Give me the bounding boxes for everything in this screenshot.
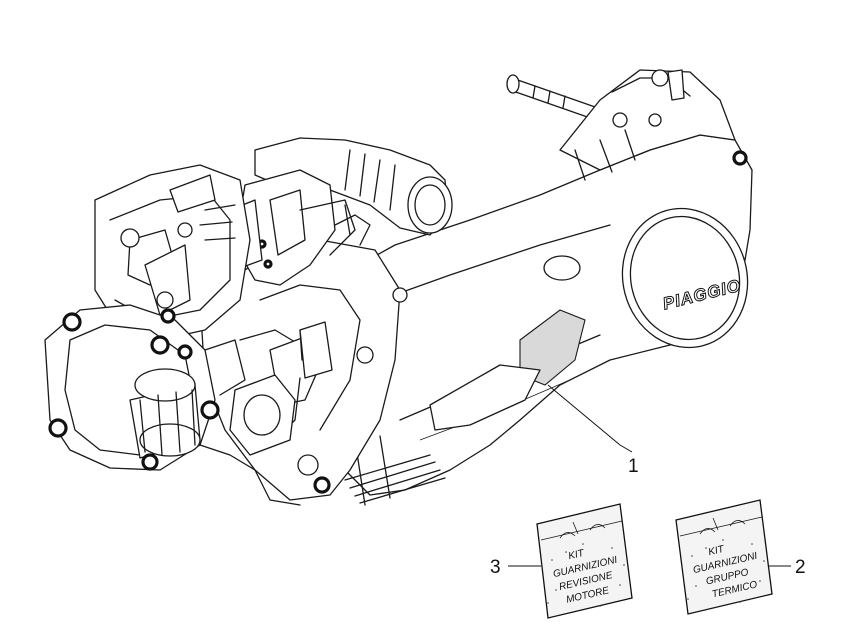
engine-assembly: PIAGGIO <box>44 69 753 506</box>
gasket-kit-thermal-dots <box>687 539 765 603</box>
kit-revision-line-1: KIT <box>567 548 586 562</box>
gasket-kit-revision-bag: KIT GUARNIZIONI REVISIONE MOTORE <box>536 503 633 619</box>
starter-motor <box>229 374 319 506</box>
gasket-kit-thermal-bag: KIT GUARNIZIONI GRUPPO TERMICO <box>675 499 773 615</box>
kit-thermal-line-1: KIT <box>707 544 726 558</box>
cylinder-block <box>44 304 256 471</box>
callout-1: 1 <box>547 384 639 477</box>
callout-3-label: 3 <box>490 557 501 578</box>
callout-2: 2 <box>768 557 806 578</box>
callout-3: 3 <box>490 557 541 578</box>
axle-shaft <box>506 74 599 121</box>
callout-2-label: 2 <box>795 557 806 578</box>
callout-1-label: 1 <box>628 456 639 477</box>
intake-pipe <box>254 137 453 236</box>
transmission-casing <box>334 69 753 506</box>
gasket-kit-revision-dots <box>547 543 625 607</box>
